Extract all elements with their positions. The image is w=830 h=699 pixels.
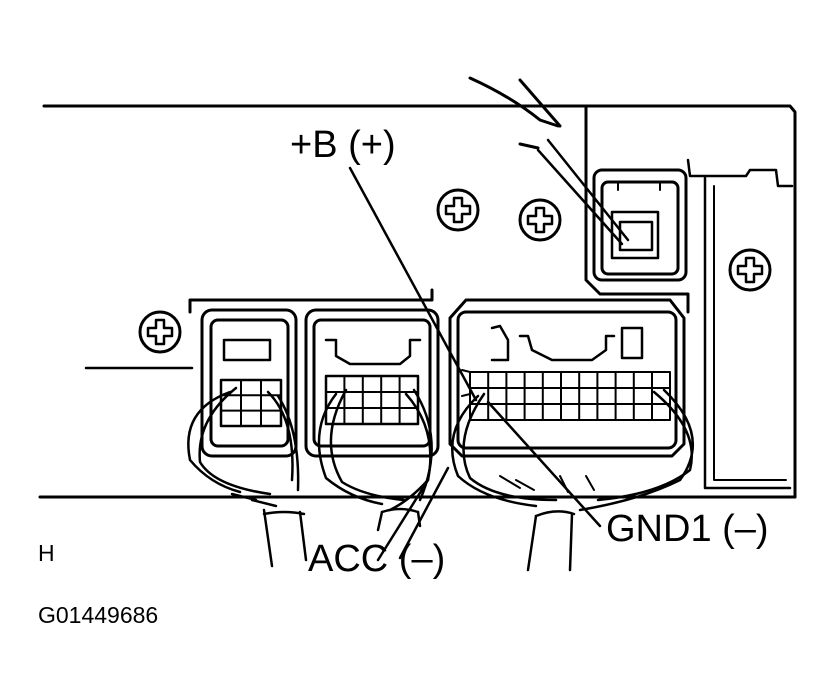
- screw-icon: [518, 198, 562, 242]
- label-b-plus: +B (+): [290, 124, 396, 166]
- wire-harness: [187, 386, 694, 572]
- view-label: H: [38, 540, 55, 566]
- leader-lines: [348, 166, 602, 562]
- label-acc: ACC (–): [308, 538, 446, 580]
- square-connector: [592, 168, 688, 282]
- connector-1: [200, 308, 298, 458]
- screw-icon: [138, 310, 182, 354]
- screw-icon: [436, 188, 480, 232]
- probe-icon: [468, 76, 630, 246]
- figure-code: G01449686: [38, 602, 159, 628]
- connector-3: [448, 298, 686, 458]
- pin-grid-2: [325, 375, 419, 425]
- pin-grid-1: [220, 379, 282, 427]
- unit-housing: [38, 104, 797, 499]
- screw-icon: [728, 248, 772, 292]
- pin-grid-3: [469, 371, 672, 421]
- connector-2: [304, 308, 440, 458]
- screw-group: [138, 188, 772, 354]
- label-gnd1: GND1 (–): [606, 508, 769, 550]
